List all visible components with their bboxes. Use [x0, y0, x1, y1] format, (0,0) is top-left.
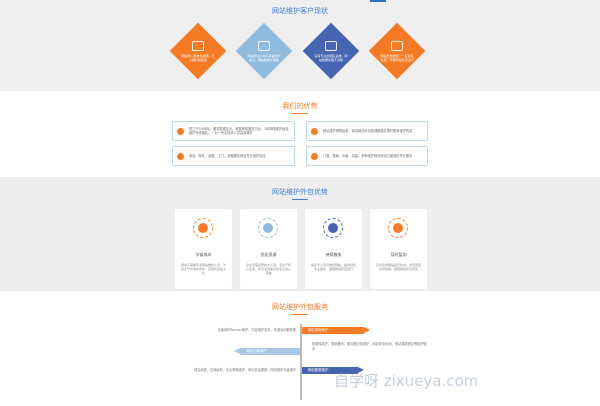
advantage-item-1: 成立于2008年，服务数据企业，覆盖网络服务行业，1年网络维护经验，维护专家团队… [172, 121, 295, 141]
clock-icon [323, 218, 343, 238]
diamond-card-2: 网站建设公司不具备维护能力，网站数据不更新 [235, 22, 293, 80]
advantage-card-4: 及时监测 实时监测网站运行状态，发现问题及时处理，保障网站安全稳定 [370, 209, 427, 289]
section4-title: 网站维护外包服务 [272, 303, 328, 311]
watermark: 自学呀 zixueya.com [334, 372, 479, 390]
tag-daily-maintenance: 网站日常维护 [234, 348, 300, 355]
plane-icon [311, 127, 318, 135]
tag-daily-maintenance-desc: 数据库维护，数据备份，服务器日常维护，网站安全检测，网站漏洞修复等维护服务 [312, 342, 427, 351]
section1-title: 网站维护客户现状 [272, 7, 328, 15]
tag-data-maintenance-desc: 域名续费，空间续费，企业邮箱维护，网站信息更新，网站程序升级维护 [194, 368, 296, 372]
tag-data-maintenance: 网站数据维护 [302, 367, 364, 374]
top-nav-indicator [370, 0, 386, 2]
shield-icon [177, 127, 184, 135]
timeline-pole [300, 324, 302, 400]
advantage-item-4: 门面、基础、中级、高级，多种维护网站优化方案提供专业服务 [306, 146, 428, 166]
advantage-item-3: 电话、邮件、远程、上门，全程服务网站专业维护支持 [172, 146, 295, 166]
section-advantages [0, 91, 600, 177]
edit-icon [325, 40, 337, 51]
gear-icon [258, 218, 278, 238]
advantage-card-2: 优化资源 企业无需招聘技术人员，专注于核心业务，将专业的事交给专业的人来做 [240, 209, 297, 289]
tag-basic-maintenance: 网站基础维护 [302, 327, 370, 334]
section2-title-underline [292, 113, 308, 114]
diamond-card-1: 网站导入很常见的图，无人维护和修改 [169, 22, 227, 80]
target-icon [177, 152, 184, 160]
page-icon [258, 40, 270, 51]
advantage-item-2: 网站维护常规运营，保持网站优化处理数据并按时更新维护内容 [306, 121, 428, 141]
section2-title: 我们的优势 [282, 102, 318, 110]
section4-title-underline [292, 314, 308, 315]
diamond-card-3: 没有专业的团队运维，网站数据处理不清晰 [302, 22, 360, 80]
photo-icon [192, 40, 204, 51]
section-client-status [0, 0, 600, 91]
doc-icon [311, 152, 318, 160]
section3-title: 网站维护外包优势 [272, 188, 328, 196]
advantage-card-1: 节省成本 网站不需要专业网站维护人员，为企业节省维护成本，实现利益最大化 [175, 209, 232, 289]
tag-basic-maintenance-desc: 页面维护Banner维护，内容维护发布，专题活动更新等 [217, 328, 296, 332]
section-outsourcing-advantages [0, 177, 600, 291]
calendar-icon [388, 218, 408, 238]
section3-title-underline [292, 199, 308, 200]
advantage-card-3: 持续服务 每天专人专员维护网站，提供持续专业服务，保障网站稳定运行 [305, 209, 362, 289]
lock-icon [391, 40, 403, 51]
wrench-icon [193, 218, 213, 238]
diamond-card-4: 网站出现故障了一直没有处理，导致网站无法访问 [368, 22, 426, 80]
